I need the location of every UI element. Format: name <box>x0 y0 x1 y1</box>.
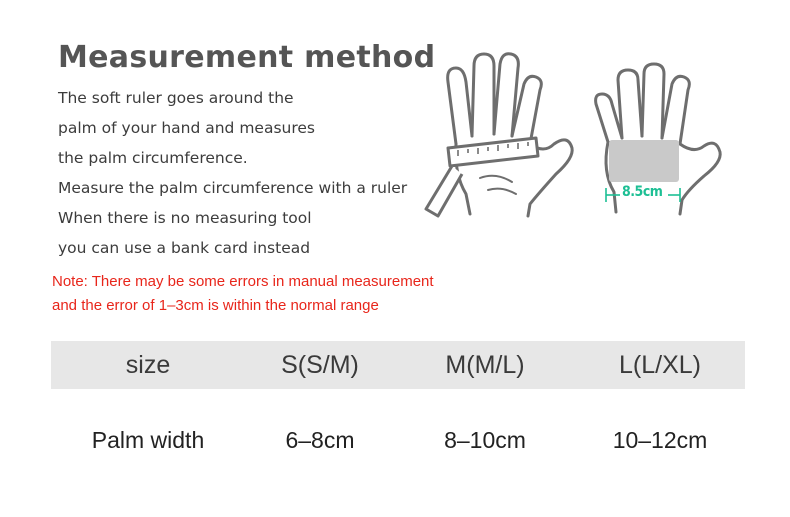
instructions-list: The soft ruler goes around the palm of y… <box>58 83 407 263</box>
instruction-line: The soft ruler goes around the <box>58 89 294 107</box>
table-header-row: size S(S/M) M(M/L) L(L/XL) <box>51 341 745 389</box>
table-cell: 10–12cm <box>612 426 708 453</box>
measurement-note: Note: There may be some errors in manual… <box>52 270 434 318</box>
card-measure-label: 8.5cm <box>622 184 663 200</box>
instruction-line: you can use a bank card instead <box>58 239 311 257</box>
note-line: Note: There may be some errors in manual… <box>52 273 434 290</box>
table-header-cell: size <box>125 350 171 379</box>
table-cell: 8–10cm <box>444 426 526 453</box>
instruction-line: the palm circumference. <box>58 149 248 167</box>
hand-with-card-illustration <box>594 62 722 216</box>
measure-bracket-icon <box>605 188 681 202</box>
table-cell: 6–8cm <box>285 426 355 453</box>
table-header-cell: L(L/XL) <box>619 350 701 379</box>
table-row: Palm width 6–8cm 8–10cm 10–12cm <box>51 405 745 475</box>
note-line: and the error of 1–3cm is within the nor… <box>52 297 379 314</box>
page-title: Measurement method <box>58 40 436 75</box>
instruction-line: When there is no measuring tool <box>58 209 312 227</box>
bank-card-icon <box>609 140 679 182</box>
soft-ruler-icon <box>424 136 540 218</box>
table-header-cell: M(M/L) <box>445 350 525 379</box>
table-cell: Palm width <box>91 426 205 453</box>
instruction-line: Measure the palm circumference with a ru… <box>58 179 408 197</box>
size-table: size S(S/M) M(M/L) L(L/XL) Palm width 6–… <box>51 341 745 475</box>
table-header-cell: S(S/M) <box>281 350 359 379</box>
instruction-line: palm of your hand and measures <box>58 119 315 137</box>
hand-with-ruler-illustration <box>424 52 574 218</box>
